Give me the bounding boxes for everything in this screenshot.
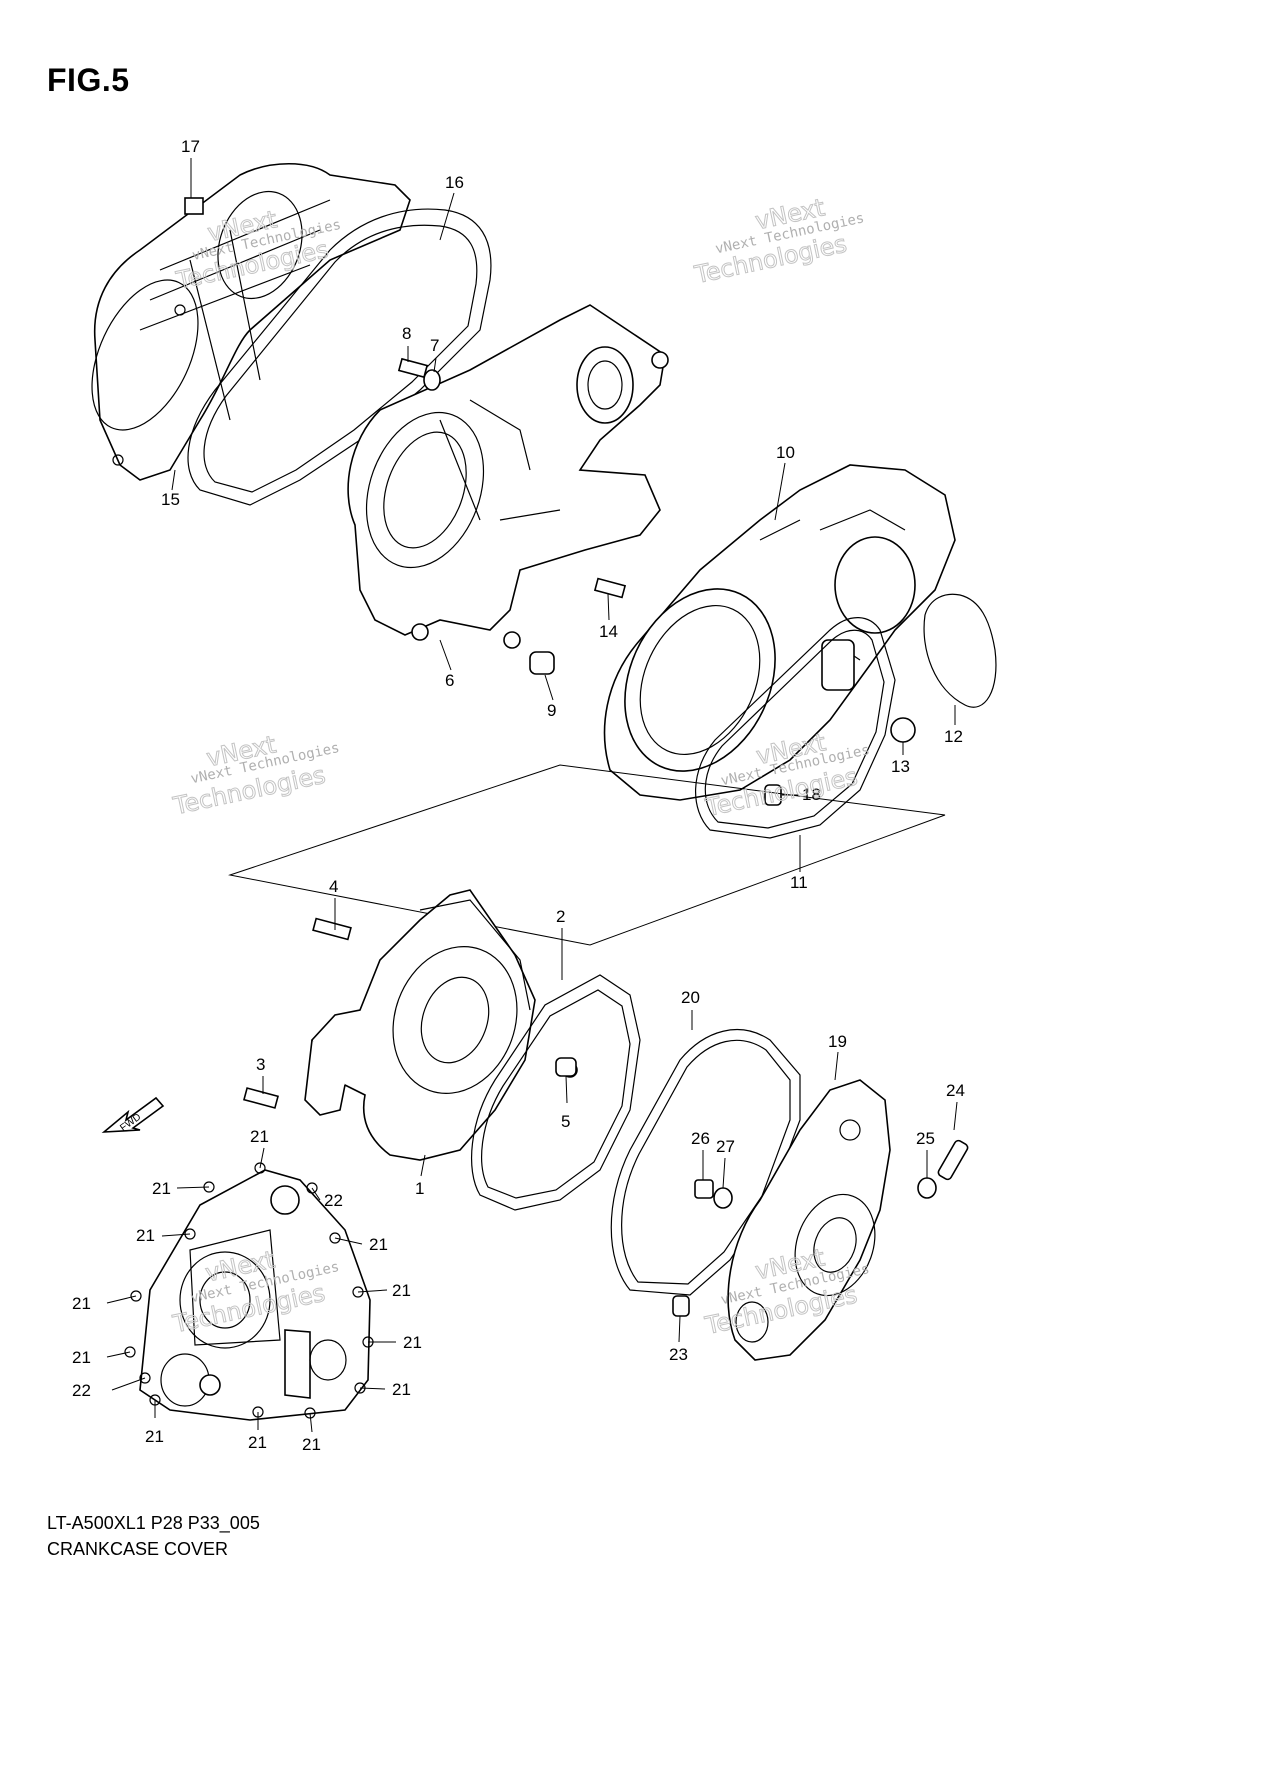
- forward-direction-arrow: FWD: [101, 1096, 165, 1134]
- callout-21: 21: [145, 1427, 164, 1446]
- cover-gasket-12: [923, 593, 997, 708]
- bolt-14: [593, 577, 627, 599]
- callout-21: 21: [392, 1380, 411, 1399]
- callout-22: 22: [324, 1191, 343, 1210]
- diagram-caption: CRANKCASE COVER: [47, 1539, 229, 1559]
- callout-23: 23: [669, 1345, 688, 1364]
- dowel-pin-9: [529, 651, 555, 675]
- bolt-23: [672, 1295, 690, 1317]
- outer-clutch-cover-15: [91, 162, 411, 481]
- inner-cover-6: [347, 304, 669, 649]
- diagram-footer: LT-A500XL1 P28 P33_005 CRANKCASE COVER: [47, 1510, 260, 1562]
- callout-13: 13: [891, 757, 910, 776]
- callout-21: 21: [392, 1281, 411, 1300]
- callout-3: 3: [256, 1055, 265, 1074]
- figure-title: FIG.5: [47, 62, 130, 98]
- callout-labels: 17 16 8 7 15 10 14 6 9 12 13 18 11 4 2 2…: [72, 137, 965, 1454]
- plug-24: [937, 1139, 969, 1181]
- callout-7: 7: [430, 336, 439, 355]
- model-code: LT-A500XL1 P28 P33_005: [47, 1513, 260, 1533]
- watermark-middle-left: vNext vNext Technologies Technologies: [170, 730, 341, 821]
- leader-lines: [106, 158, 958, 1433]
- callout-25: 25: [916, 1129, 935, 1148]
- callout-21: 21: [250, 1127, 269, 1146]
- callout-20: 20: [681, 988, 700, 1007]
- bolt-8: [397, 357, 429, 379]
- callout-18: 18: [802, 785, 821, 804]
- callout-4: 4: [329, 877, 338, 896]
- callout-12: 12: [944, 727, 963, 746]
- callout-9: 9: [547, 701, 556, 720]
- watermark-top-right: vNext vNext Technologies Technologies: [691, 193, 866, 290]
- magneto-cover-19: [727, 1079, 891, 1361]
- callout-21: 21: [248, 1433, 267, 1452]
- bolt-4: [312, 917, 352, 941]
- bolt-3: [243, 1087, 279, 1109]
- bolt-17: [184, 197, 204, 215]
- generator-cover-assembly: [124, 1162, 374, 1421]
- callout-16: 16: [445, 173, 464, 192]
- plug-18: [764, 784, 782, 806]
- callout-21: 21: [152, 1179, 171, 1198]
- gasket-20: [610, 1029, 801, 1296]
- gasket-11: [694, 617, 896, 839]
- callout-21: 21: [136, 1226, 155, 1245]
- callout-26: 26: [691, 1129, 710, 1148]
- callout-19: 19: [828, 1032, 847, 1051]
- callout-27: 27: [716, 1137, 735, 1156]
- callout-21: 21: [403, 1333, 422, 1352]
- callout-21: 21: [369, 1235, 388, 1254]
- callout-5: 5: [561, 1112, 570, 1131]
- callout-22: 22: [72, 1381, 91, 1400]
- callout-1: 1: [415, 1179, 424, 1198]
- plug-26: [694, 1179, 714, 1199]
- gasket-16: [187, 208, 492, 506]
- crankcase-cover-10: [603, 464, 956, 801]
- o-ring-25: [917, 1177, 937, 1199]
- callout-10: 10: [776, 443, 795, 462]
- callout-14: 14: [599, 622, 618, 641]
- callout-2: 2: [556, 907, 565, 926]
- callout-21: 21: [72, 1294, 91, 1313]
- callout-21: 21: [302, 1435, 321, 1454]
- callout-8: 8: [402, 324, 411, 343]
- oil-seal-13: [890, 717, 916, 743]
- washer-7: [423, 369, 441, 391]
- gasket-2: [471, 974, 641, 1211]
- callout-24: 24: [946, 1081, 965, 1100]
- dowel-pin-5: [555, 1057, 577, 1077]
- gasket-27: [713, 1187, 733, 1209]
- callout-21: 21: [72, 1348, 91, 1367]
- callout-17: 17: [181, 137, 200, 156]
- callout-15: 15: [161, 490, 180, 509]
- callout-6: 6: [445, 671, 454, 690]
- callout-11: 11: [790, 873, 808, 892]
